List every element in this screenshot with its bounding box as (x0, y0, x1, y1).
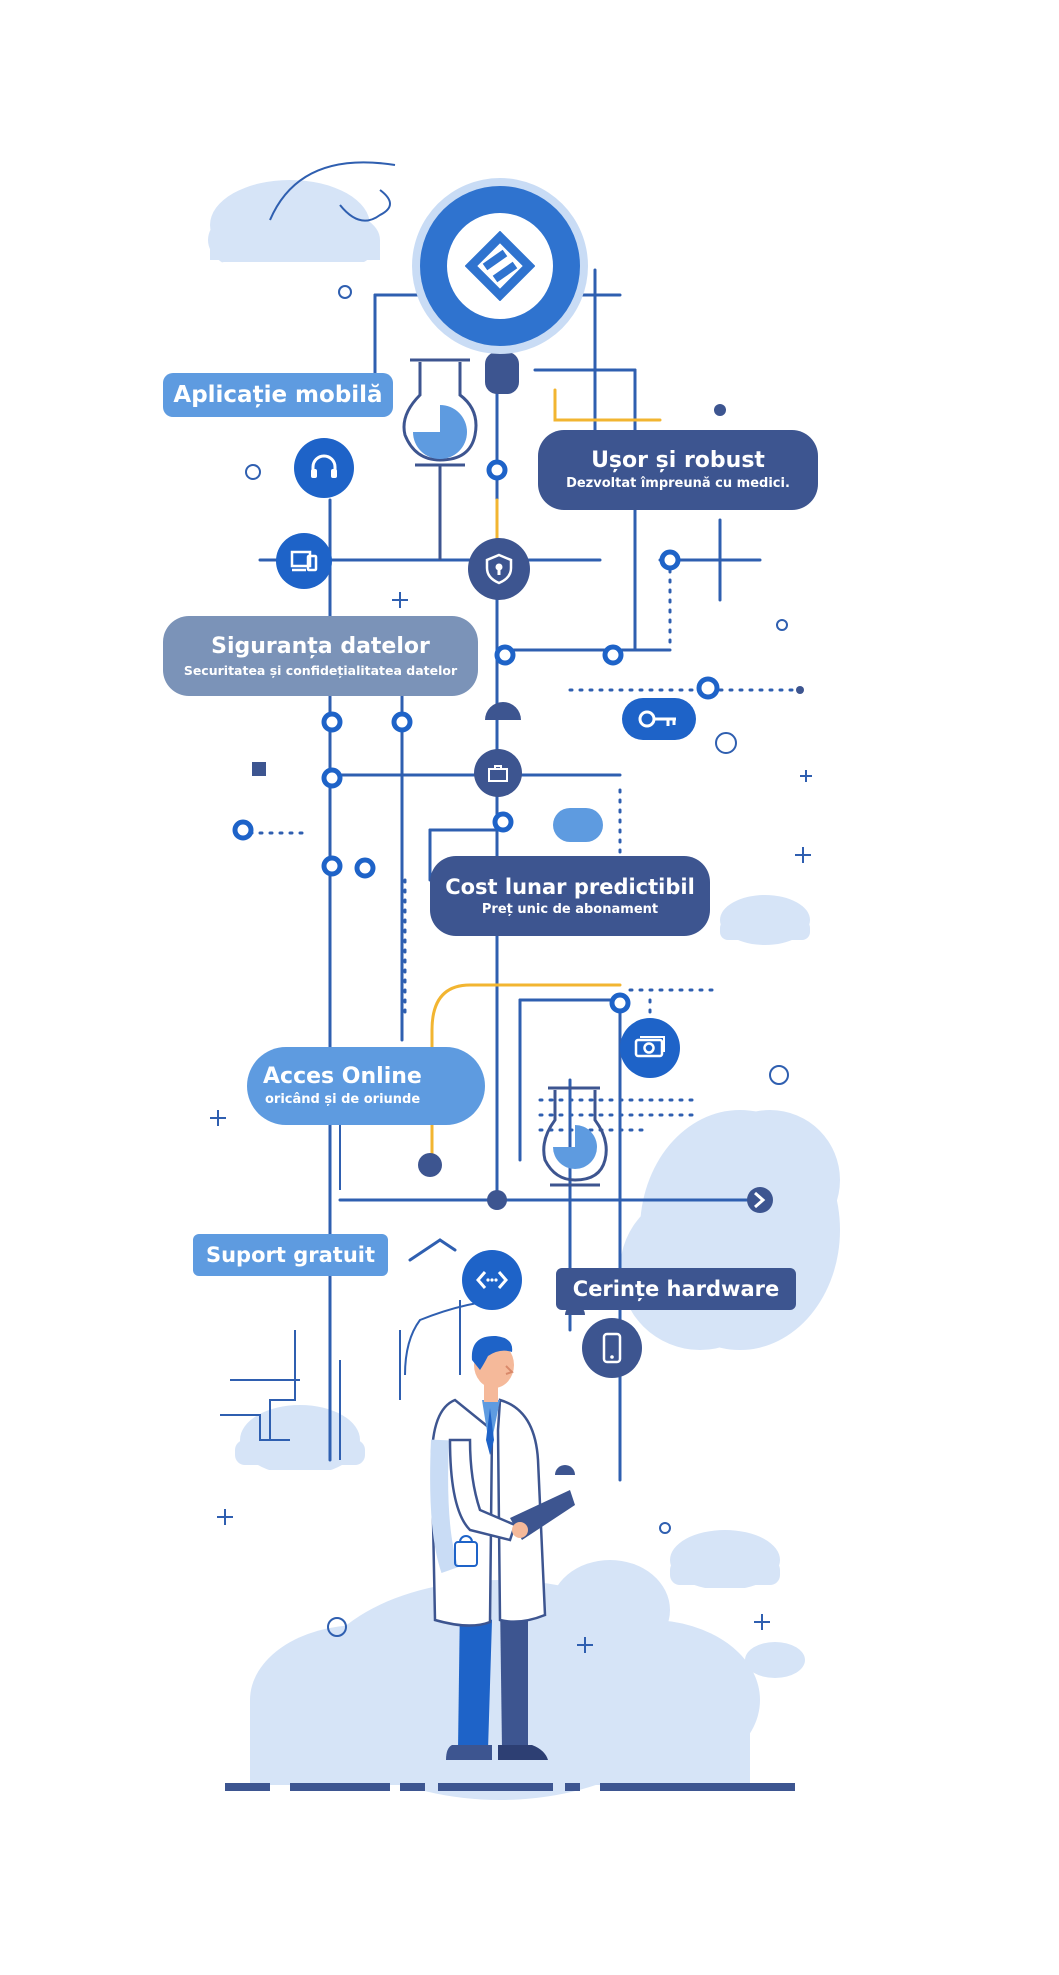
monthly-cost-subtitle: Preț unic de abonament (481, 901, 659, 917)
label-easy-robust: Ușor și robust Dezvoltat împreună cu med… (538, 430, 818, 510)
briefcase-icon (488, 765, 508, 782)
label-mobile-app: Aplicație mobilă (163, 373, 393, 417)
label-data-safety: Siguranța datelor Securitatea și confide… (163, 616, 478, 696)
data-safety-title: Siguranța datelor (211, 634, 430, 660)
label-hardware: Cerințe hardware (556, 1268, 796, 1310)
online-access-subtitle: oricând și de oriunde (265, 1092, 421, 1108)
key-node[interactable] (622, 698, 696, 740)
label-monthly-cost: Cost lunar predictibil Preț unic de abon… (430, 856, 710, 936)
mobile-app-title: Aplicație mobilă (173, 381, 383, 408)
data-safety-subtitle: Securitatea și confidețialitatea datelor (183, 662, 458, 678)
briefcase-node[interactable] (474, 749, 522, 797)
devices-node[interactable] (276, 533, 332, 589)
smartphone-icon (602, 1332, 622, 1364)
headset-node[interactable] (294, 438, 354, 498)
code-node[interactable] (462, 1250, 522, 1310)
code-icon (476, 1271, 508, 1289)
easy-robust-title: Ușor și robust (591, 448, 765, 474)
brand-logo (412, 178, 588, 354)
monthly-cost-title: Cost lunar predictibil (445, 874, 695, 899)
money-icon (634, 1036, 665, 1058)
doctor-illustration (430, 1335, 575, 1760)
shield-lock-icon (485, 553, 513, 585)
free-support-title: Suport gratuit (205, 1242, 376, 1267)
payment-node[interactable] (620, 1018, 680, 1078)
label-online-access: Acces Online oricând și de oriunde (247, 1047, 485, 1125)
security-node[interactable] (468, 538, 530, 600)
label-free-support: Suport gratuit (193, 1234, 388, 1276)
smartphone-node[interactable] (582, 1318, 642, 1378)
key-icon (638, 710, 676, 728)
online-access-title: Acces Online (263, 1064, 422, 1090)
hardware-title: Cerințe hardware (572, 1276, 780, 1301)
headset-icon (311, 454, 337, 478)
brand-logo-icon (465, 231, 535, 301)
easy-robust-subtitle: Dezvoltat împreună cu medici. (566, 476, 790, 492)
devices-icon (290, 550, 318, 572)
